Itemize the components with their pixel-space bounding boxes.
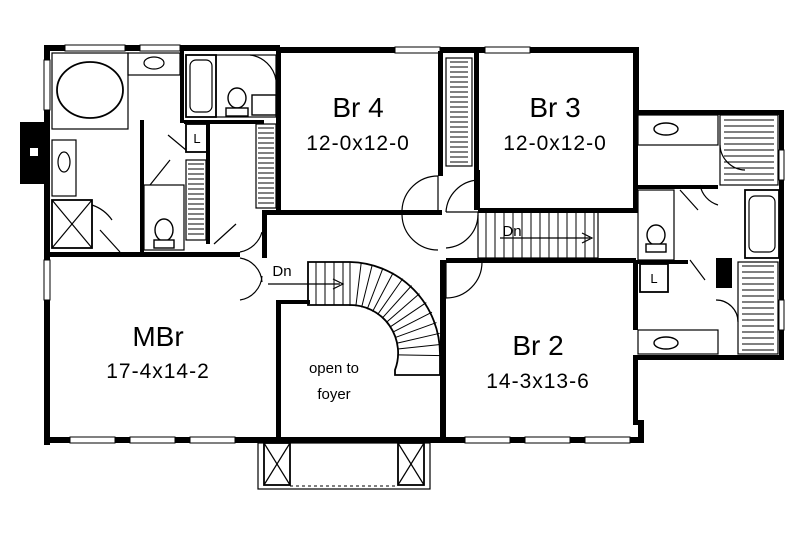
laundry-left: L <box>167 123 209 153</box>
stair-tread <box>372 272 394 312</box>
stair-tread <box>355 262 362 307</box>
br4-name: Br 4 <box>332 92 383 123</box>
foyer-line2: foyer <box>317 386 350 403</box>
stair-tread <box>385 293 420 323</box>
mbr-name: MBr <box>132 321 183 352</box>
stair-tread <box>397 343 442 350</box>
stair-tread <box>397 354 442 357</box>
master-bath-door <box>91 204 121 253</box>
laundry-left-label: L <box>193 131 200 146</box>
porch <box>257 442 431 490</box>
stair-tread <box>389 302 427 328</box>
br4-closet-shelving <box>185 123 277 241</box>
chimney <box>20 122 46 184</box>
stair-tread <box>381 285 412 319</box>
stair-tread <box>377 278 404 315</box>
main-stair-dn-label: Dn <box>272 263 291 280</box>
room-labels: Br 4 12-0x12-0 Br 3 12-0x12-0 MBr 17-4x1… <box>106 92 607 403</box>
br2-name: Br 2 <box>512 330 563 361</box>
br3-closet-shelving <box>445 57 473 167</box>
stair-tread <box>396 332 440 344</box>
stair-tread <box>392 311 433 333</box>
br4-dims: 12-0x12-0 <box>306 132 410 155</box>
foyer-line1: open to <box>309 360 359 377</box>
interior-walls <box>50 51 718 440</box>
rear-stair-dn-label: Dn <box>502 223 521 240</box>
mbr-dims: 17-4x14-2 <box>106 360 210 383</box>
stair-tread <box>366 267 384 310</box>
br2-dims: 14-3x13-6 <box>486 370 590 393</box>
right-bath: L <box>637 114 780 355</box>
rear-stair: Dn <box>477 211 599 259</box>
br3-name: Br 3 <box>529 92 580 123</box>
hall-bath <box>185 54 277 118</box>
laundry-right-label: L <box>650 271 657 286</box>
stair-tread <box>394 322 437 339</box>
hall-doors <box>401 175 483 299</box>
main-curved-stair: Dn <box>239 257 442 376</box>
master-door <box>213 223 263 253</box>
windows <box>43 44 785 444</box>
master-wc <box>143 159 185 251</box>
master-tub <box>51 52 181 249</box>
stair-tread <box>361 264 373 308</box>
br3-dims: 12-0x12-0 <box>503 132 607 155</box>
